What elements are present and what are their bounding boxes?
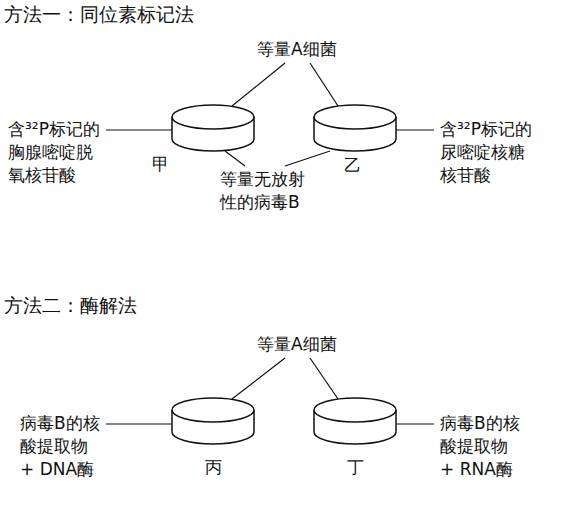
dish-name: 乙 xyxy=(344,154,361,177)
leader-line xyxy=(310,63,338,106)
callout-label: 病毒B的核 酸提取物+ DNA酶 xyxy=(20,412,100,481)
callout-label: 病毒B的核 酸提取物+ RNA酶 xyxy=(440,412,520,481)
callout-label: 含³²P标记的 胸腺嘧啶脱 氧核苷酸 xyxy=(8,118,100,187)
petri-dish-top xyxy=(172,398,254,422)
dish-name: 甲 xyxy=(152,153,169,176)
dish-name: 丙 xyxy=(205,456,222,479)
callout-label: 等量A细菌 xyxy=(257,333,337,356)
petri-dish-top xyxy=(314,398,396,422)
leader-line xyxy=(310,358,338,399)
leader-line xyxy=(106,129,172,130)
section-heading: 方法二：酶解法 xyxy=(4,293,137,319)
leader-line xyxy=(106,423,172,424)
leader-line xyxy=(396,129,434,130)
callout-label: 等量无放射 性的病毒B xyxy=(220,168,305,214)
leader-line xyxy=(396,423,434,424)
leader-line xyxy=(232,63,285,106)
petri-dish-top xyxy=(172,105,254,129)
petri-dish-top xyxy=(314,105,396,129)
leader-line xyxy=(285,151,330,166)
dish-name: 丁 xyxy=(347,456,364,479)
leader-line xyxy=(232,358,285,399)
callout-label: 等量A细菌 xyxy=(257,38,337,61)
section-heading: 方法一：同位素标记法 xyxy=(4,2,194,28)
callout-label: 含³²P标记的 尿嘧啶核糖 核苷酸 xyxy=(440,118,532,187)
leader-line xyxy=(225,151,245,166)
